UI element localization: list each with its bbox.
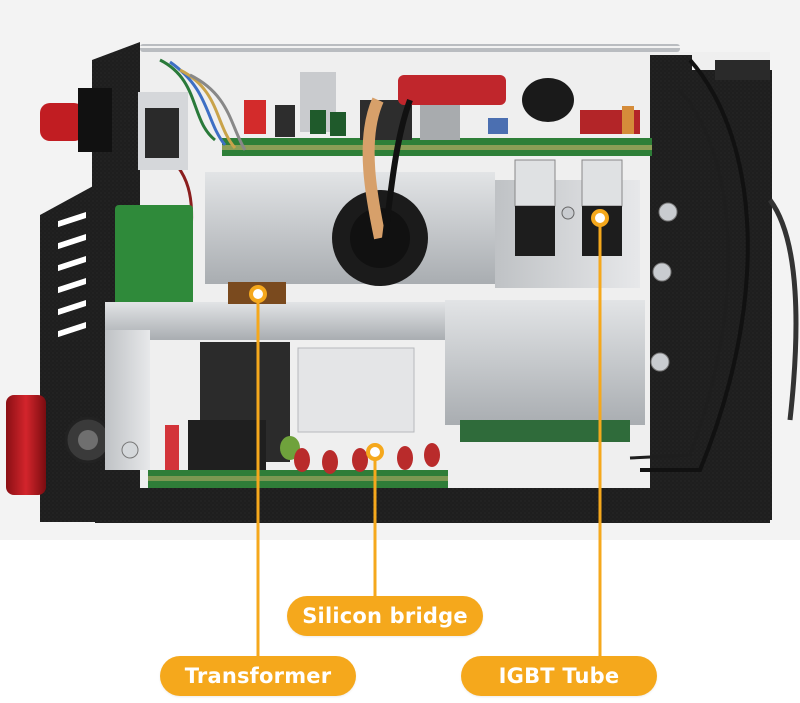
front-knob: [6, 395, 46, 495]
callout-dots: [249, 209, 609, 461]
transformer-label: Transformer: [160, 656, 356, 696]
silicon-bridge-marker: [366, 443, 384, 461]
chassis-bottom: [95, 488, 770, 523]
chassis-left-panel: [40, 185, 95, 522]
igbt-transistors: [514, 159, 623, 256]
relay: [188, 420, 266, 475]
screw: [658, 202, 678, 222]
transformer-marker: [249, 285, 267, 303]
igbt-tube-label: IGBT Tube: [461, 656, 657, 696]
silicon-bridge-block: [297, 347, 415, 433]
red-capacitors: [294, 443, 440, 474]
lower-heatsink: [445, 300, 645, 425]
silicon-bridge-label: Silicon bridge: [287, 596, 483, 636]
callout-lines: [256, 218, 602, 664]
power-switch: [40, 103, 84, 141]
output-cables: [640, 58, 750, 472]
chassis-right-frame: [650, 55, 692, 515]
silicon-bridge-text: Silicon bridge: [302, 604, 468, 628]
transformer-text: Transformer: [184, 664, 332, 688]
vent-slots: [58, 212, 86, 338]
igbt-marker: [591, 209, 609, 227]
igbt-tube-text: IGBT Tube: [498, 664, 620, 688]
